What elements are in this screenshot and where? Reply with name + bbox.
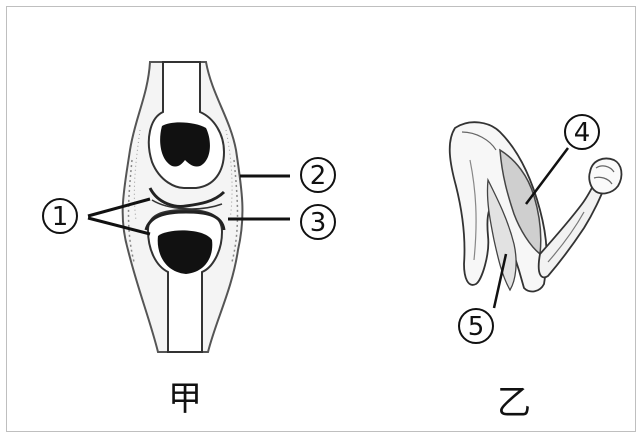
hand	[589, 159, 621, 194]
leader-line-4	[526, 148, 568, 204]
label-5: 5	[459, 309, 493, 343]
arm-figure: 4 5 乙	[450, 115, 622, 423]
svg-text:4: 4	[574, 118, 591, 148]
label-3: 3	[301, 205, 335, 239]
caption-right: 乙	[497, 383, 531, 423]
svg-text:3: 3	[310, 208, 327, 238]
joint-figure: 1 2 3 甲	[43, 62, 335, 419]
upper-bone-marrow	[160, 122, 210, 166]
label-4: 4	[565, 115, 599, 149]
label-1: 1	[43, 199, 77, 233]
svg-text:2: 2	[310, 161, 327, 191]
caption-left: 甲	[168, 379, 202, 419]
forearm	[539, 178, 606, 277]
label-2: 2	[301, 158, 335, 192]
svg-text:5: 5	[468, 312, 485, 342]
svg-text:1: 1	[52, 202, 69, 232]
